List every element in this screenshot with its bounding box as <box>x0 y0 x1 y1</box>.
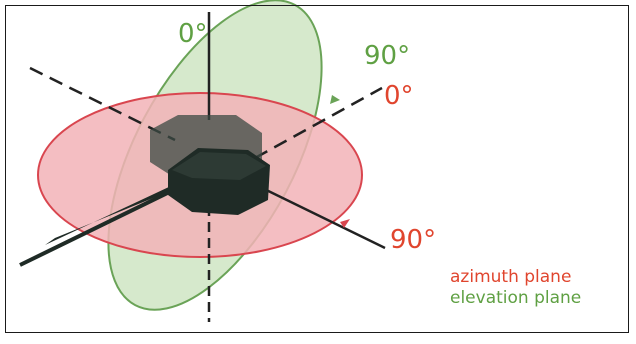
device-top <box>172 152 266 180</box>
elevation-zero-label: 0° <box>178 19 208 49</box>
cable-line <box>19 180 191 267</box>
device-cable <box>45 178 188 245</box>
azimuth-ninety-label: 90° <box>390 225 436 255</box>
elevation-ninety-label: 90° <box>364 41 410 71</box>
azimuth-zero-label: 0° <box>384 81 414 111</box>
diagonal-axis-upper-left <box>29 66 176 142</box>
elevation-arrow <box>330 95 340 104</box>
legend-elevation: elevation plane <box>450 288 581 308</box>
azimuth-arrow <box>340 219 350 228</box>
legend-azimuth: azimuth plane <box>450 267 571 287</box>
diagonal-axis-upper-right <box>254 86 383 160</box>
diagonal-axis-lower-right <box>249 180 386 250</box>
